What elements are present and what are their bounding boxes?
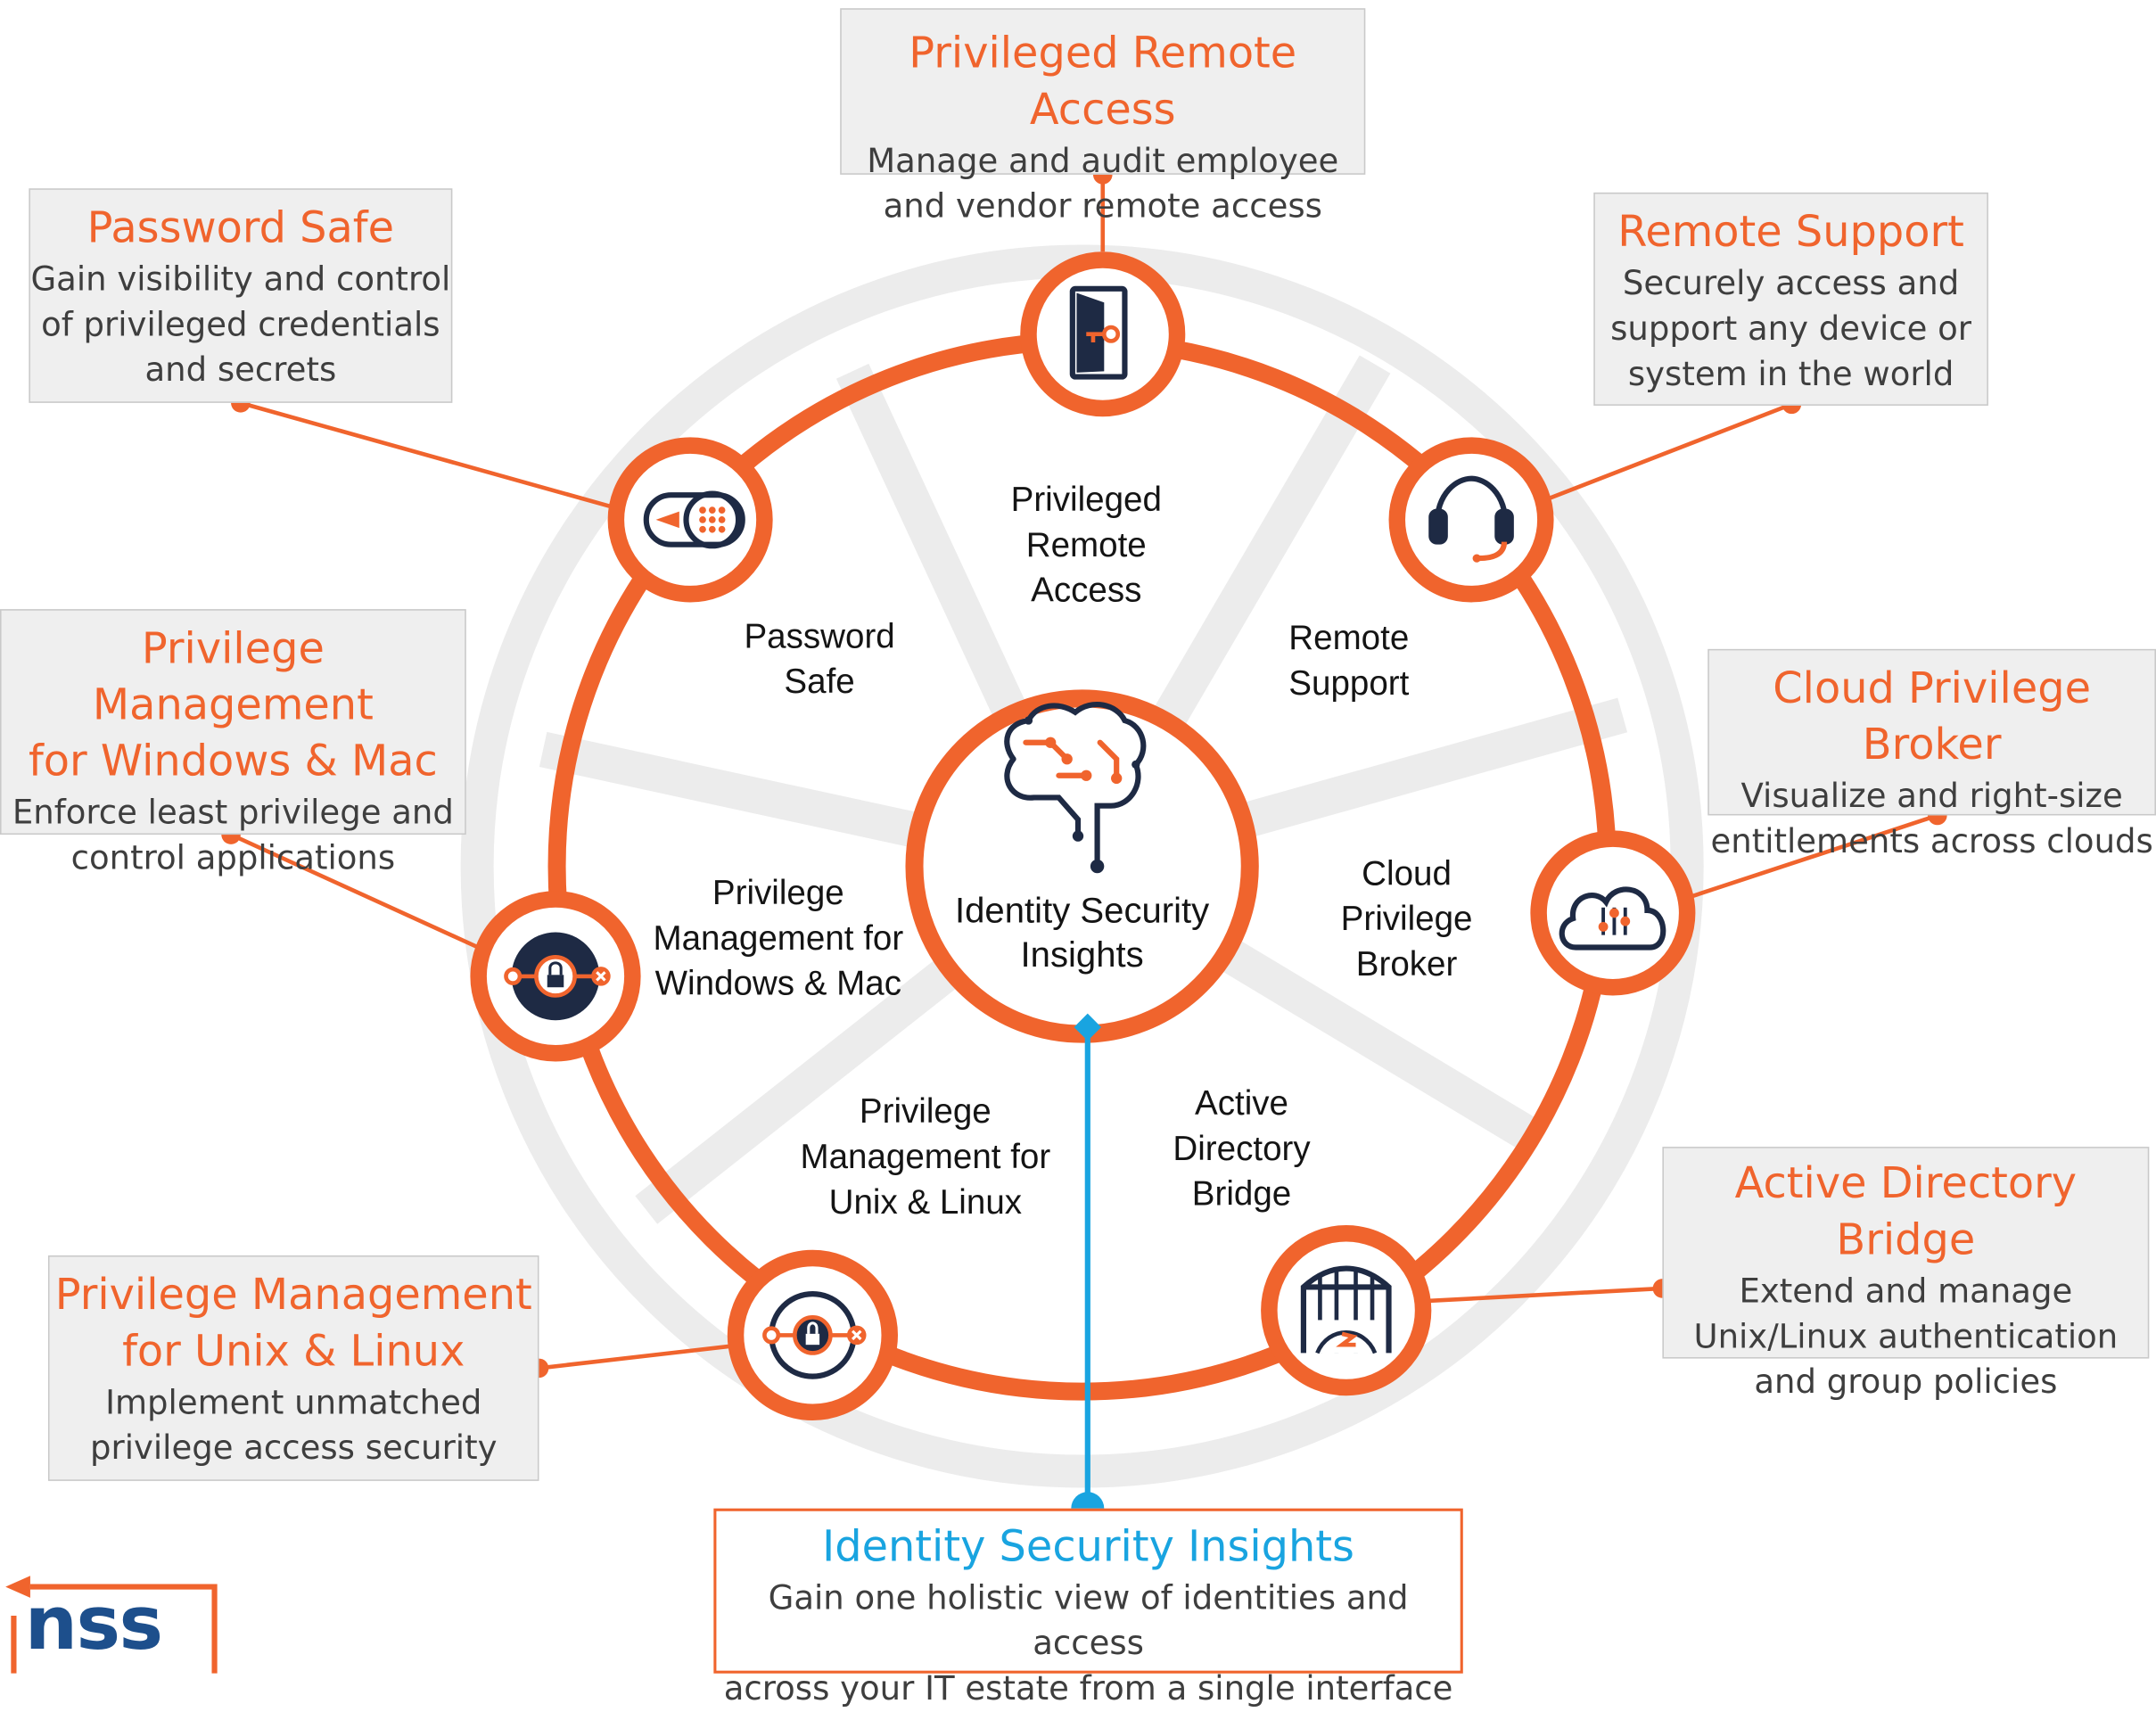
- callout-title: Password Safe: [86, 203, 395, 253]
- callout-line: system in the world: [1627, 354, 1954, 394]
- padlock-slider-icon: [762, 1291, 867, 1379]
- callout-line: Unix/Linux authentication: [1693, 1317, 2119, 1356]
- callout-title: for Unix & Linux: [122, 1327, 465, 1377]
- callout-title: Privileged Remote Access: [909, 29, 1297, 136]
- callout-active-directory-bridge: Active Directory Bridge Extend and manag…: [1662, 1147, 2150, 1401]
- padlock-slider-icon: [504, 932, 611, 1021]
- node-pm-unix-linux: [727, 1249, 898, 1420]
- nss-logo: nss: [3, 1575, 220, 1674]
- segment-line: Privilege: [712, 874, 844, 913]
- callout-line: Manage and audit employee: [867, 141, 1339, 181]
- segment-line: Password: [744, 617, 895, 656]
- door-key-icon: [1069, 285, 1128, 380]
- segment-privileged-remote-access: Privileged Remote Access: [1011, 478, 1162, 614]
- segment-line: Management for: [800, 1138, 1051, 1177]
- callout-title: Active Directory Bridge: [1734, 1158, 2078, 1265]
- node-privileged-remote-access: [1020, 251, 1186, 417]
- callout-line: and secrets: [144, 350, 337, 390]
- callout-pm-windows-mac: Privilege Management for Windows & Mac E…: [0, 609, 466, 877]
- center-label-line: Identity Security: [954, 889, 1210, 932]
- segment-line: Active: [1195, 1083, 1289, 1124]
- callout-title: Privilege Management: [54, 1270, 532, 1321]
- node-password-safe: [607, 437, 773, 603]
- callout-password-safe: Password Safe Gain visibility and contro…: [29, 188, 453, 403]
- center-label-line: Insights: [1020, 934, 1144, 975]
- segment-line: Bridge: [1191, 1174, 1292, 1214]
- callout-identity-security-insights: Identity Security Insights Gain one holi…: [713, 1508, 1463, 1708]
- logo-frame: [5, 1576, 218, 1674]
- segment-cloud-privilege-broker: Cloud Privilege Broker: [1341, 852, 1473, 988]
- callout-line: of privileged credentials: [41, 305, 440, 344]
- center-circle: [905, 689, 1259, 1043]
- callout-line: Securely access and: [1622, 264, 1960, 303]
- cloud-sliders-icon: [1559, 886, 1666, 951]
- callout-cloud-privilege-broker: Cloud Privilege Broker Visualize and rig…: [1708, 648, 2156, 860]
- callout-line: Visualize and right-size: [1740, 777, 2123, 816]
- segment-pm-windows-mac: Privilege Management for Windows & Mac: [653, 871, 903, 1008]
- callout-line: across your IT estate from a single inte…: [723, 1669, 1453, 1708]
- bridge-icon: [1300, 1265, 1392, 1354]
- segment-line: Directory: [1173, 1129, 1311, 1169]
- node-pm-windows-mac: [470, 891, 641, 1062]
- callout-pm-unix-linux: Privilege Management for Unix & Linux Im…: [47, 1255, 539, 1481]
- headset-icon: [1428, 475, 1514, 563]
- segment-active-directory-bridge: Active Directory Bridge: [1173, 1082, 1310, 1218]
- callout-line: Extend and manage: [1739, 1272, 2073, 1311]
- callout-privileged-remote-access: Privileged Remote Access Manage and audi…: [840, 8, 1366, 226]
- segment-line: Windows & Mac: [654, 964, 902, 1003]
- logo-text: nss: [24, 1579, 163, 1667]
- callout-title: for Windows & Mac: [28, 737, 438, 787]
- callout-line: entitlements across clouds: [1710, 822, 2153, 861]
- callout-line: and vendor remote access: [883, 186, 1322, 226]
- segment-line: Unix & Linux: [828, 1182, 1023, 1222]
- diagram-stage: Privileged Remote Access Password Safe R…: [0, 8, 2156, 1708]
- node-remote-support: [1388, 437, 1554, 603]
- callout-remote-support: Remote Support Securely access and suppo…: [1593, 192, 1988, 406]
- brain-circuit-icon: [1004, 702, 1147, 874]
- callout-line: privilege access security: [89, 1428, 498, 1468]
- callout-line: Implement unmatched: [105, 1383, 482, 1422]
- segment-pm-unix-linux: Privilege Management for Unix & Linux: [800, 1090, 1050, 1226]
- callout-line: Gain one holistic view of identities and…: [768, 1578, 1409, 1663]
- segment-line: Remote: [1025, 525, 1147, 565]
- node-cloud-privilege-broker: [1530, 830, 1696, 996]
- callout-title: Remote Support: [1617, 207, 1964, 258]
- callout-title: Identity Security Insights: [822, 1522, 1354, 1572]
- segment-line: Access: [1031, 571, 1142, 610]
- segment-remote-support: Remote Support: [1288, 616, 1409, 707]
- callout-line: Enforce least privilege and: [12, 793, 454, 832]
- node-active-directory-bridge: [1261, 1225, 1432, 1396]
- callout-line: Gain visibility and control: [30, 259, 451, 299]
- callout-line: and group policies: [1754, 1362, 2058, 1402]
- keypad-safe-icon: [643, 490, 745, 549]
- callout-line: support any device or: [1610, 309, 1972, 349]
- segment-line: Safe: [784, 663, 855, 702]
- segment-line: Remote: [1288, 618, 1410, 658]
- segment-line: Cloud: [1362, 854, 1452, 893]
- segment-line: Broker: [1355, 945, 1458, 984]
- segment-line: Support: [1288, 663, 1410, 704]
- segment-line: Privileged: [1010, 480, 1162, 520]
- callout-line: control applications: [70, 838, 396, 877]
- segment-line: Privilege: [1340, 900, 1473, 939]
- segment-password-safe: Password Safe: [744, 614, 894, 705]
- segment-line: Privilege: [859, 1092, 992, 1132]
- callout-title: Cloud Privilege Broker: [1773, 663, 2092, 770]
- segment-line: Management for: [653, 918, 904, 959]
- center-label: Identity Security Insights: [931, 888, 1233, 976]
- wheel-graphic: [221, 165, 1947, 1526]
- callout-title: Privilege Management: [92, 624, 374, 730]
